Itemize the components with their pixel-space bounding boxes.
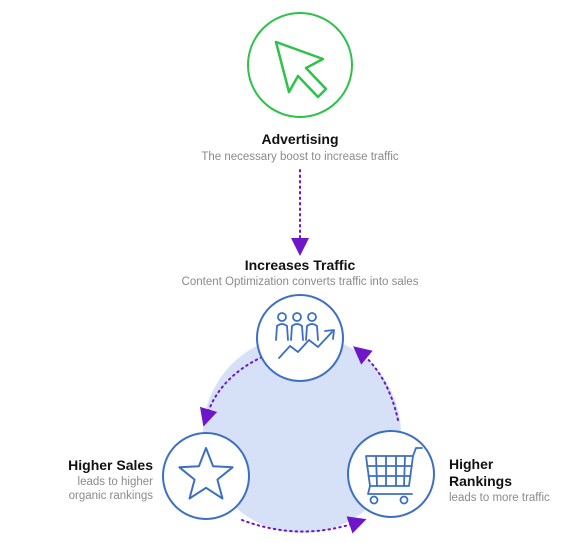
- connector-rankings-to-traffic: [353, 346, 399, 421]
- cursor-arrow-icon: [274, 40, 328, 99]
- advertising-title: Advertising: [261, 131, 339, 147]
- rankings-node: [347, 430, 435, 518]
- rankings-title-line1: Higher: [449, 456, 494, 472]
- advertising-subtitle: The necessary boost to increase traffic: [201, 151, 399, 163]
- sales-subtitle-line1: leads to higher: [77, 476, 153, 488]
- sales-subtitle-line2: organic rankings: [68, 490, 153, 502]
- rankings-title-line2: Rankings: [449, 473, 513, 489]
- star-icon: [178, 447, 234, 500]
- connector-sales-to-rankings: [241, 516, 367, 534]
- people-growth-icon: [275, 312, 335, 359]
- advertising-node: [247, 12, 353, 118]
- shopping-cart-icon: [365, 447, 423, 505]
- traffic-title: Increases Traffic: [244, 257, 356, 273]
- connector-traffic-to-sales: [199, 356, 263, 427]
- traffic-node: [256, 294, 344, 382]
- traffic-subtitle: Content Optimization converts traffic in…: [181, 276, 419, 288]
- sales-node: [162, 432, 250, 520]
- rankings-subtitle: leads to more traffic: [449, 492, 550, 504]
- sales-title: Higher Sales: [68, 457, 153, 473]
